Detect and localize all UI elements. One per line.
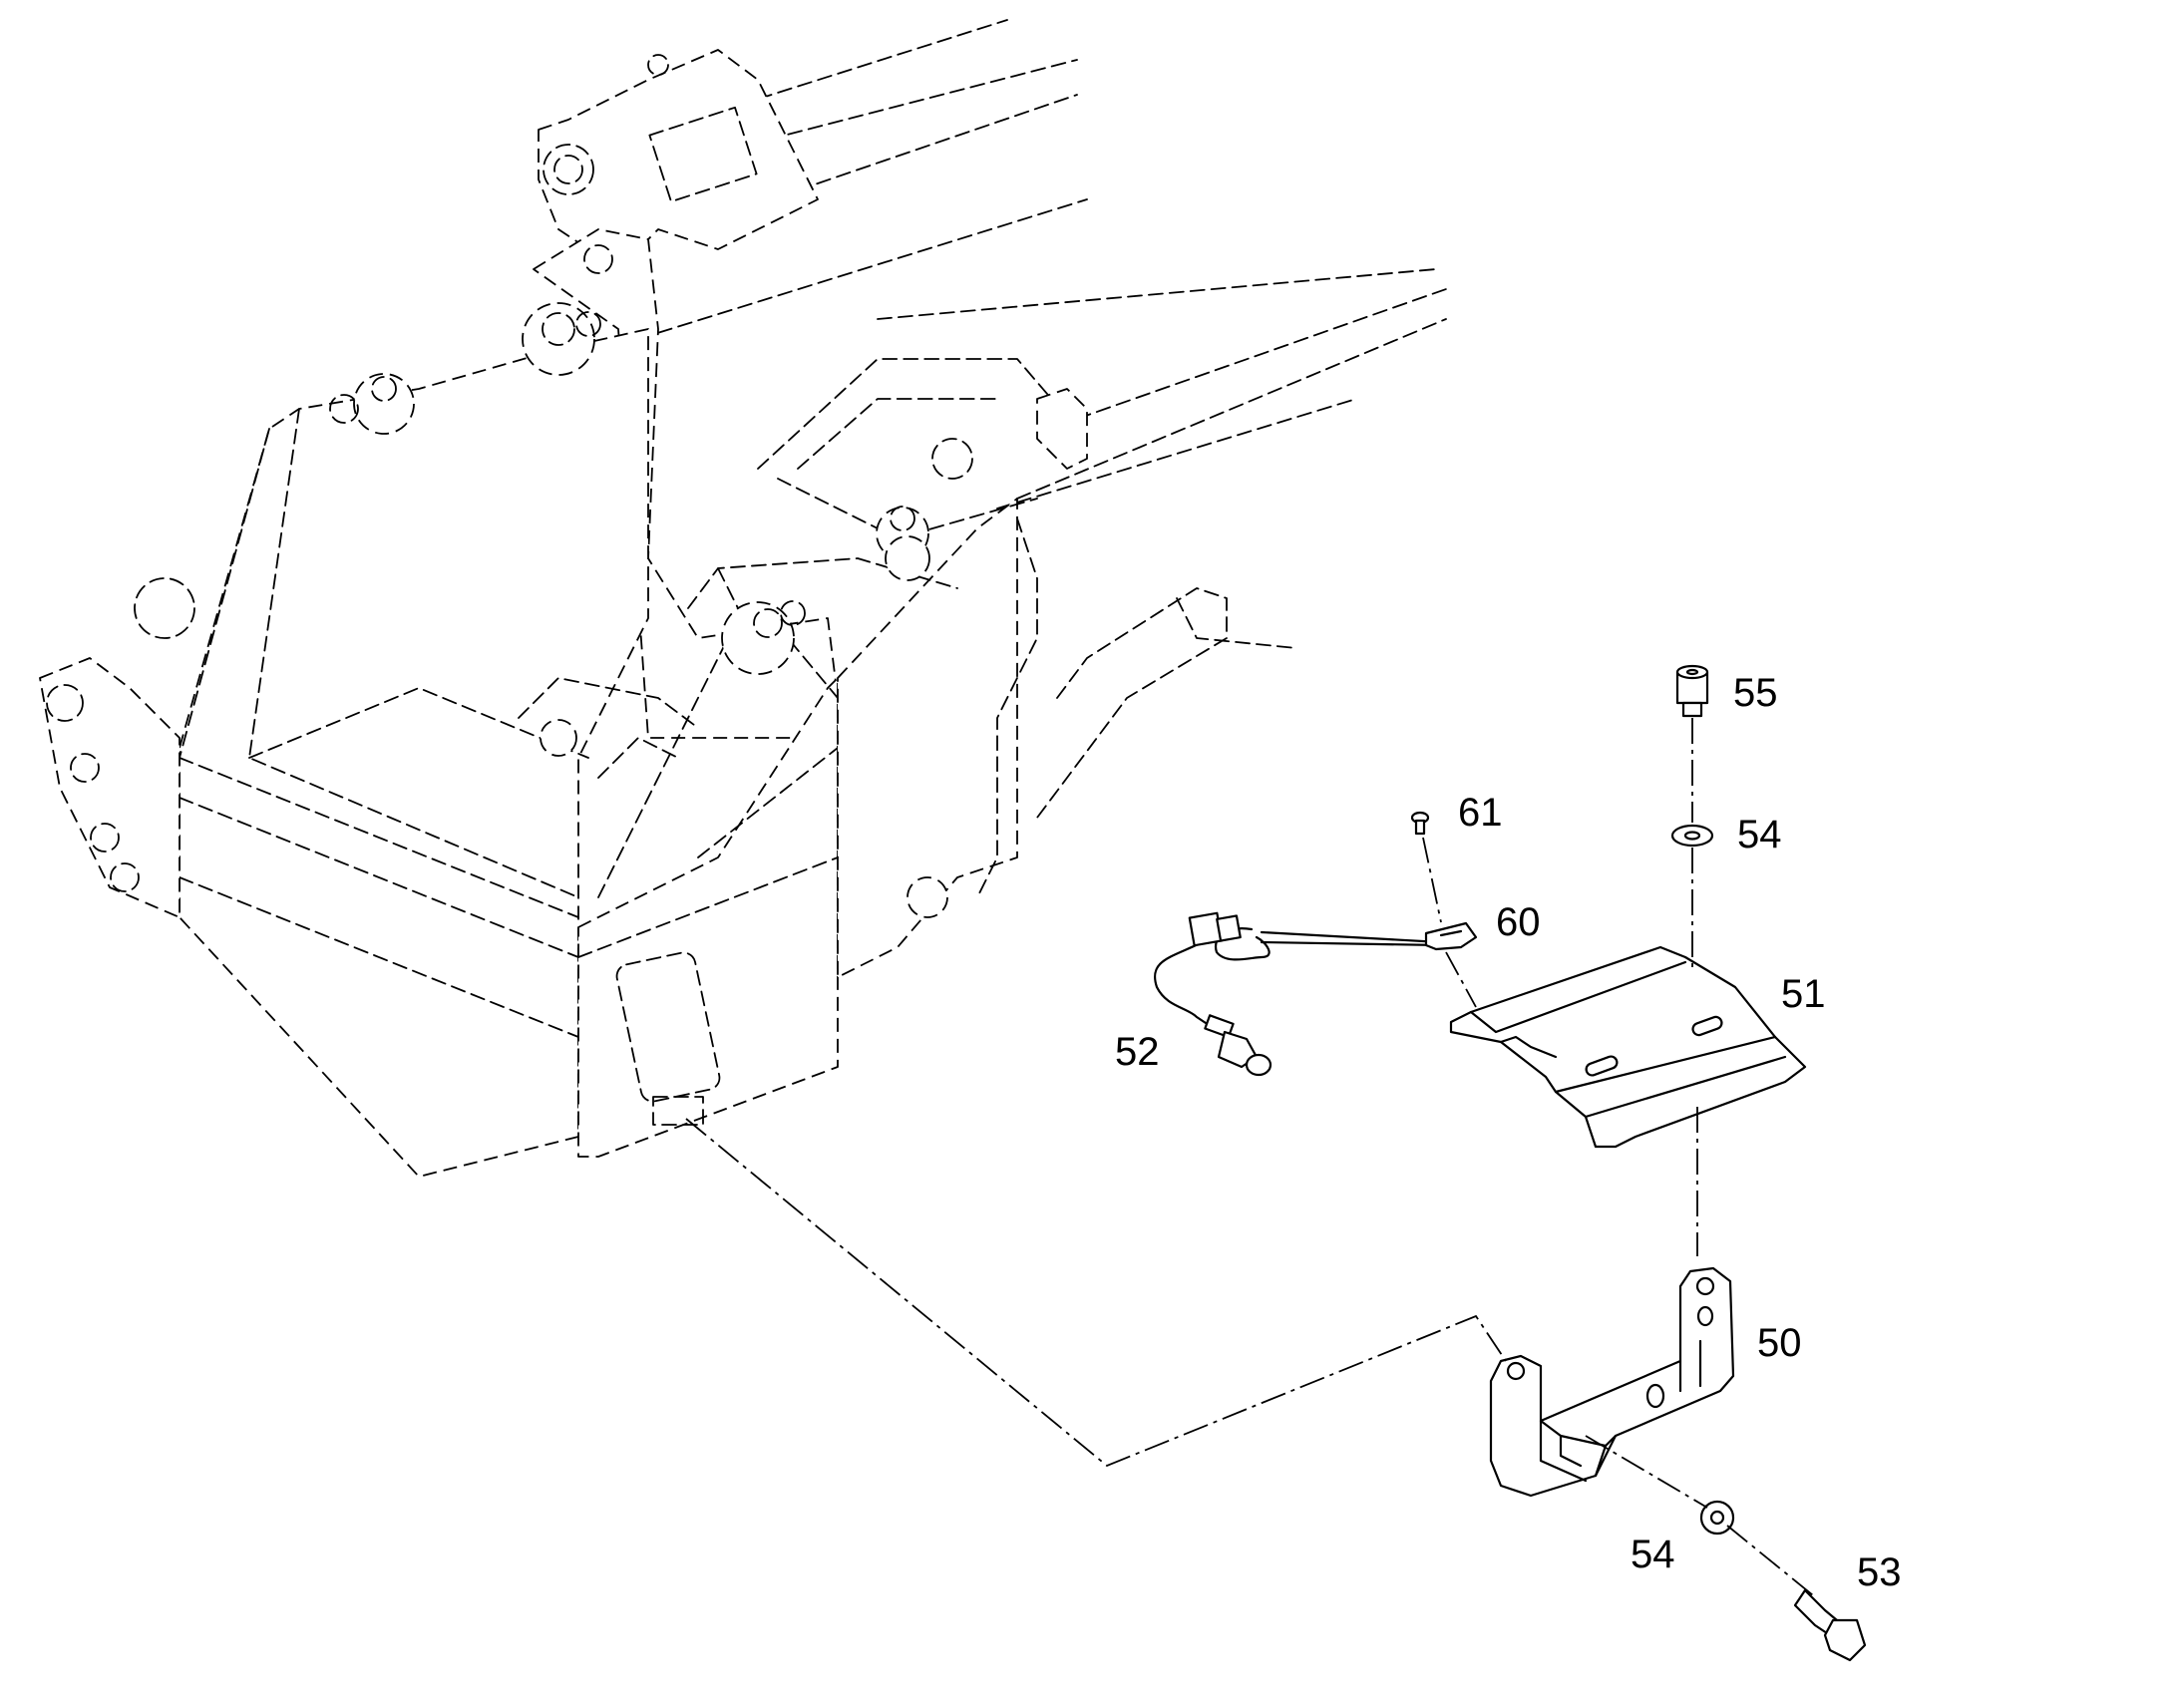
part-60-clip: [1424, 921, 1478, 951]
callout-55: 55: [1733, 671, 1778, 715]
frame-bolts-phantom: [329, 302, 948, 918]
part-53-bolt: [1793, 1588, 1867, 1662]
callout-labels: 55 61 54 60 51 52 50 54 53: [1115, 671, 1902, 1594]
part-51-plate: [1449, 945, 1807, 1149]
callout-52: 52: [1115, 1030, 1160, 1074]
callout-51: 51: [1781, 972, 1826, 1016]
callout-53: 53: [1857, 1550, 1902, 1594]
assembly-centerlines: [685, 718, 1814, 1596]
part-50-bracket: [1489, 1266, 1735, 1498]
part-52-sensor: [1154, 911, 1443, 1077]
callout-50: 50: [1757, 1321, 1802, 1365]
callout-54-lower: 54: [1631, 1533, 1675, 1576]
part-55-screw: [1675, 664, 1709, 718]
callout-54-upper: 54: [1737, 813, 1782, 856]
part-61-screw: [1410, 811, 1430, 836]
callout-60: 60: [1496, 900, 1541, 944]
vehicle-frame-phantom: [39, 19, 1447, 1178]
part-54-washer-lower: [1699, 1500, 1735, 1536]
callout-61: 61: [1458, 791, 1503, 835]
part-54-washer-upper: [1670, 824, 1714, 848]
